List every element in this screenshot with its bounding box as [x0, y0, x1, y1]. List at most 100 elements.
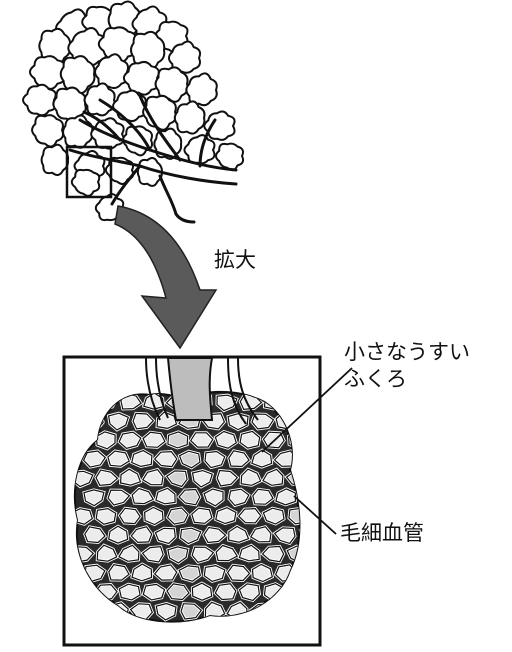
alveolus-outline — [107, 450, 130, 467]
tree-lobe — [62, 114, 94, 149]
alveolus-outline — [251, 563, 274, 583]
alveolus-outline — [275, 488, 297, 506]
tree-lobe — [136, 157, 164, 187]
alveolus-outline — [118, 583, 141, 601]
tree-branch — [198, 118, 217, 168]
alveolus-outline — [261, 545, 285, 563]
leader-line-sac — [261, 367, 353, 453]
alveolus-outline — [154, 527, 176, 545]
alveolus-outline — [155, 487, 176, 505]
alveolus-outline — [118, 431, 142, 450]
magnify-box — [65, 145, 113, 199]
tree-lobe — [70, 168, 101, 197]
tree-lobe — [185, 72, 218, 107]
tree-lobe — [22, 83, 57, 117]
alveolus-outline — [156, 411, 178, 430]
alveolus-outline — [239, 430, 261, 449]
alveolus-outline — [95, 507, 117, 525]
alveolus-outline — [167, 431, 189, 449]
alveolus-outline — [118, 507, 141, 525]
tree-branch — [110, 164, 142, 206]
tree-lobe — [215, 142, 245, 172]
alveolus-outline — [214, 430, 238, 449]
vessel-left-inner — [155, 357, 169, 419]
bronchiole-stem — [166, 357, 214, 421]
alveolus-outline — [214, 583, 237, 601]
alveolus-outline — [227, 413, 249, 431]
alveolus-outline — [141, 468, 164, 486]
tree-lobe — [173, 100, 206, 135]
bronchial-tree-icon — [22, 0, 245, 224]
alveolus-outline — [108, 525, 129, 544]
alveolus-outline — [179, 527, 202, 545]
alveolus-outline — [143, 506, 164, 526]
alveolus-outline — [191, 546, 215, 563]
curved-arrow-icon — [114, 205, 218, 350]
tree-lobe — [203, 110, 236, 141]
tree-lobe — [31, 114, 64, 148]
tree-lobe — [38, 27, 72, 65]
alveolus-outline — [142, 583, 166, 601]
alveolus-outline — [153, 450, 178, 468]
vessel-right-inner — [237, 357, 259, 421]
alveolus-outline — [215, 544, 239, 562]
alveolus-outline — [191, 582, 213, 601]
alveolus-outline — [74, 470, 94, 488]
alveolus-outline — [166, 507, 189, 525]
alveolus-outline — [228, 450, 250, 468]
tree-lobe — [59, 55, 96, 94]
label-small-sac: 小さなうすい ふくろ — [344, 339, 470, 393]
tree-branch — [98, 98, 152, 152]
alveolus-outline — [204, 450, 226, 469]
alveolus-outline — [166, 583, 190, 601]
alveolus-outline — [96, 544, 118, 562]
alveolus-outline — [249, 526, 272, 543]
tree-branch — [158, 174, 178, 216]
alveolus-outline — [130, 449, 153, 468]
alveolus-outline — [142, 431, 166, 448]
alveolus-outline — [216, 469, 239, 487]
label-zoom: 拡大 — [214, 248, 256, 272]
alveolus-outline — [203, 488, 224, 507]
tree-lobe — [28, 55, 66, 90]
alveolus-outline — [273, 527, 296, 545]
alveolus-outline — [252, 488, 274, 505]
alveolus-outline — [107, 412, 130, 431]
alveolus-outline — [74, 508, 94, 525]
alveolus-outline — [216, 394, 238, 412]
alveolus-outline — [237, 507, 262, 524]
alveolus-outline — [226, 564, 251, 582]
alveolus-outline — [178, 450, 201, 469]
label-small-sac-line1: 小さなうすい — [344, 340, 470, 364]
alveolus-outline — [240, 468, 262, 486]
alveolus-outline — [167, 546, 189, 564]
alveolus-outline — [189, 432, 214, 448]
alveolus-outline — [130, 526, 153, 544]
alveolus-outline — [180, 603, 203, 620]
tree-lobe — [130, 30, 166, 70]
alveolus-outline — [238, 583, 261, 602]
alveolus-outline — [83, 489, 105, 507]
tree-lobe — [183, 134, 216, 165]
alveolus-outline — [118, 544, 140, 562]
tree-branch — [138, 94, 182, 162]
tree-branch — [82, 110, 122, 142]
alveolus-outline — [191, 507, 213, 524]
tree-lobe — [122, 60, 160, 96]
label-capillary: 毛細血管 — [340, 521, 424, 545]
alveolus-outline — [108, 564, 130, 581]
alveolus-outline — [84, 526, 106, 544]
alveolus-outline — [203, 564, 226, 582]
alveolus-outline — [238, 544, 260, 562]
alveolus-outline — [95, 469, 119, 487]
vessel-right — [227, 357, 247, 425]
alveolus-outline — [203, 526, 227, 544]
alveolus-outline — [262, 507, 285, 525]
alveolus-outline — [82, 450, 107, 468]
alveolus-outline — [132, 412, 155, 430]
tree-lobe — [94, 53, 129, 90]
tree-lobe — [97, 26, 137, 64]
alveolus-outline — [215, 507, 237, 525]
